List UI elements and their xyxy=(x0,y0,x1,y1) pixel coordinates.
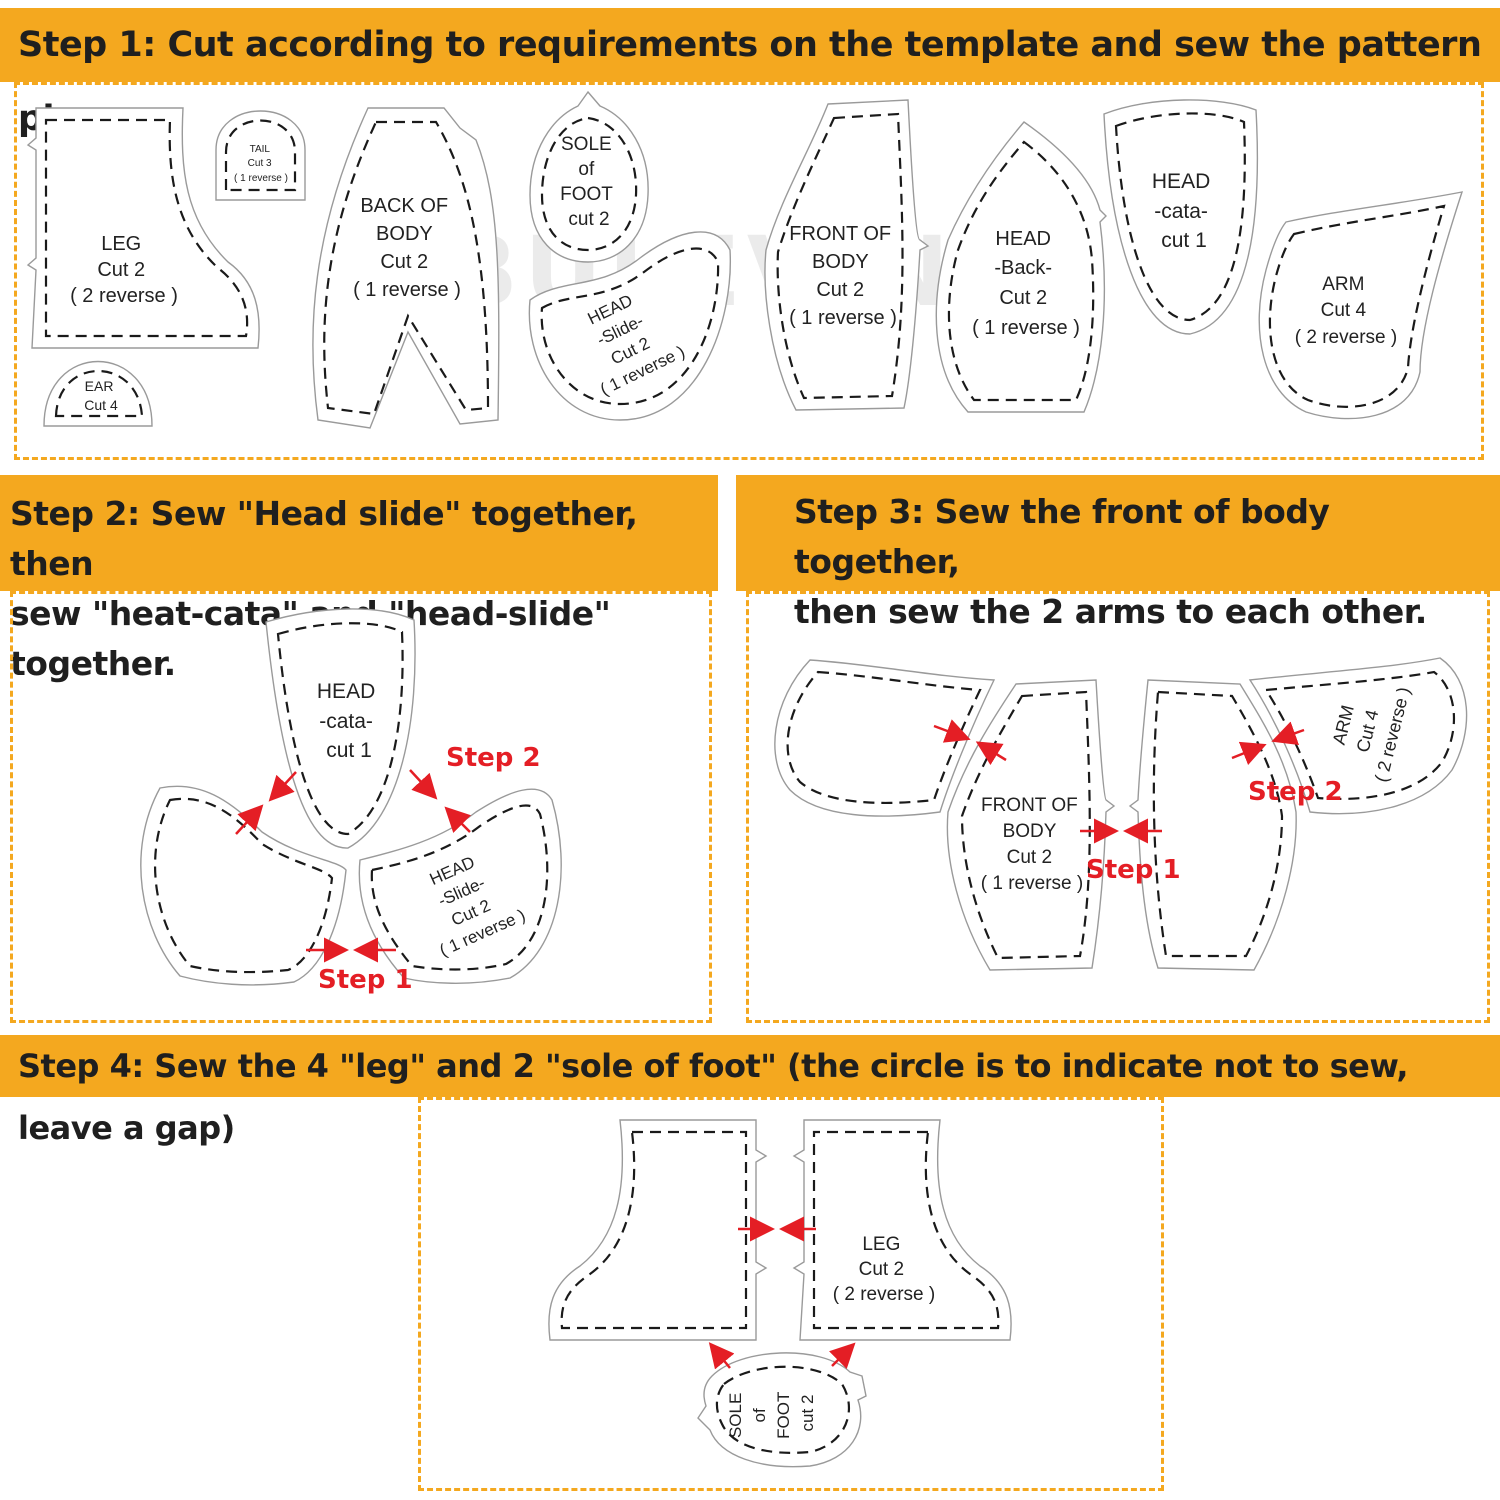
piece-ear-label: EAR Cut 4 xyxy=(84,378,118,413)
piece-head-cata: HEAD -cata- cut 1 xyxy=(1103,99,1259,335)
step3-assembly: FRONT OF BODY Cut 2 ( 1 reverse ) ARM Cu… xyxy=(774,657,1468,971)
piece-back-body-label: BACK OF BODY Cut 2 ( 1 reverse ) xyxy=(353,195,461,301)
piece-back-body: BACK OF BODY Cut 2 ( 1 reverse ) xyxy=(312,107,500,429)
step1-text: Step 1: Cut according to requirements on… xyxy=(18,25,1482,139)
step2-head-cata-label: HEAD -cata- cut 1 xyxy=(317,680,381,762)
step4-assembly: LEG Cut 2 ( 2 reverse ) SOLE of FOOT cut… xyxy=(548,1119,1012,1468)
step3-arrow-2 xyxy=(975,741,1007,766)
step3-arrow-1 xyxy=(933,719,971,743)
step3-marker-step2: Step 2 xyxy=(1248,777,1343,807)
piece-front-body-label: FRONT OF BODY Cut 2 ( 1 reverse ) xyxy=(789,223,897,329)
piece-arm: ARM Cut 4 ( 2 reverse ) xyxy=(1258,191,1464,420)
step4-sole-label: SOLE of FOOT cut 2 xyxy=(726,1387,817,1439)
piece-leg-label: LEG Cut 2 ( 2 reverse ) xyxy=(70,233,178,307)
piece-tail-label: TAIL Cut 3 ( 1 reverse ) xyxy=(234,144,288,184)
piece-arm-label: ARM Cut 4 ( 2 reverse ) xyxy=(1295,274,1397,348)
step2-arrow-4 xyxy=(444,806,471,833)
step3-text-line1: Step 3: Sew the front of body together, xyxy=(794,492,1330,581)
step4-arrow-4 xyxy=(829,1342,856,1369)
step4-arrow-3 xyxy=(708,1342,735,1370)
piece-sole-label: SOLE of FOOT cut 2 xyxy=(560,134,618,230)
step2-arrow-1 xyxy=(268,771,297,802)
step2-text-line1: Step 2: Sew "Head slide" together, then xyxy=(10,494,638,583)
step3-front-body-label: FRONT OF BODY Cut 2 ( 1 reverse ) xyxy=(981,795,1083,894)
step2-arrow-3 xyxy=(409,769,438,800)
step1-frame xyxy=(14,82,1484,460)
piece-head-cata-label: HEAD -cata- cut 1 xyxy=(1152,170,1216,252)
piece-leg: LEG Cut 2 ( 2 reverse ) xyxy=(26,107,260,349)
step4-text: Step 4: Sew the 4 "leg" and 2 "sole of f… xyxy=(18,1047,1409,1147)
piece-front-body: FRONT OF BODY Cut 2 ( 1 reverse ) xyxy=(764,99,930,411)
step4-leg-label: LEG Cut 2 ( 2 reverse ) xyxy=(833,1234,935,1305)
step3-arrow-3 xyxy=(1231,741,1267,766)
piece-tail: TAIL Cut 3 ( 1 reverse ) xyxy=(215,110,306,201)
piece-head-back: HEAD -Back- Cut 2 ( 1 reverse ) xyxy=(935,121,1107,413)
step3-text-line2: then sew the 2 arms to each other. xyxy=(794,592,1427,631)
step2-marker-step1: Step 1 xyxy=(318,965,413,995)
step2-marker-step2: Step 2 xyxy=(446,743,541,773)
step2-assembly: HEAD -cata- cut 1 HEAD -Slide- Cut 2 ( 1… xyxy=(140,608,562,995)
step4-frame xyxy=(418,1097,1164,1491)
piece-sole: SOLE of FOOT cut 2 xyxy=(529,90,649,263)
piece-ear: EAR Cut 4 xyxy=(43,361,153,427)
piece-head-back-label: HEAD -Back- Cut 2 ( 1 reverse ) xyxy=(972,228,1080,339)
step3-frame xyxy=(746,591,1490,1023)
step2-arrow-2 xyxy=(235,804,264,835)
step3-banner: Step 3: Sew the front of body together, t… xyxy=(736,475,1500,631)
step1-banner: Step 1: Cut according to requirements on… xyxy=(0,8,1500,139)
step2-frame xyxy=(10,591,712,1023)
step3-arrow-4 xyxy=(1271,721,1305,746)
step3-marker-step1: Step 1 xyxy=(1086,855,1181,885)
piece-head-slide: HEAD -Slide- Cut 2 ( 1 reverse ) xyxy=(528,231,732,421)
step4-banner: Step 4: Sew the 4 "leg" and 2 "sole of f… xyxy=(0,1035,1500,1147)
